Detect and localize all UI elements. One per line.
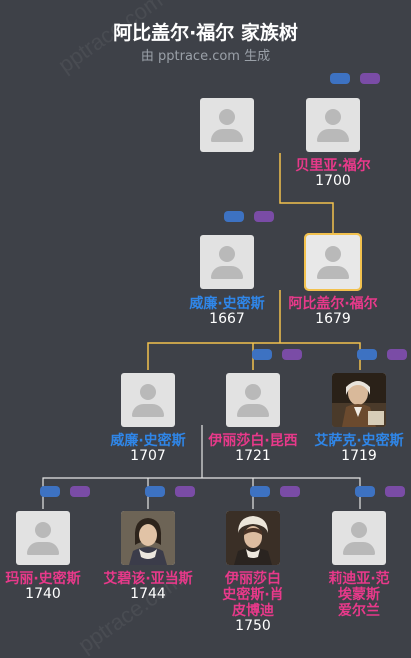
person-year: 1750: [235, 618, 271, 634]
father-button[interactable]: [250, 486, 270, 497]
person-name-line[interactable]: 伊丽莎白: [225, 571, 281, 587]
person-placeholder-icon: [219, 109, 235, 125]
person-name[interactable]: 阿比盖尔·福尔: [288, 296, 378, 312]
person-name-line[interactable]: 皮博迪: [232, 603, 274, 619]
person-placeholder-icon: [325, 246, 341, 262]
person-placeholder-icon: [140, 384, 156, 400]
person-name-line[interactable]: 莉迪亚·范: [328, 571, 390, 587]
person-name[interactable]: 艾碧该·亚当斯: [103, 571, 193, 587]
page-title: 阿比盖尔·福尔 家族树: [113, 22, 298, 44]
person-year: 1719: [341, 448, 377, 464]
person-placeholder-icon: [325, 109, 341, 125]
person-avatar-elizabeth[interactable]: [226, 373, 280, 427]
person-placeholder-icon: [35, 522, 51, 538]
person-name[interactable]: 威廉·史密斯: [110, 433, 186, 449]
person-avatar-abigail-adams[interactable]: [121, 511, 175, 565]
mother-button[interactable]: [387, 349, 407, 360]
person-year: 1740: [25, 586, 61, 602]
person-year: 1721: [235, 448, 271, 464]
mother-button[interactable]: [175, 486, 195, 497]
person-name-line[interactable]: 史密斯·肖: [222, 587, 284, 603]
connector-line: [279, 153, 334, 234]
person-name[interactable]: 艾萨克·史密斯: [314, 433, 404, 449]
portrait-image: [226, 511, 280, 565]
person-avatar-elizabeth-peabody[interactable]: [226, 511, 280, 565]
person-avatar-unknown[interactable]: [200, 98, 254, 152]
father-button[interactable]: [224, 211, 244, 222]
person-avatar-abigail-selected[interactable]: [304, 233, 362, 291]
person-name[interactable]: 伊丽莎白·昆西: [208, 433, 298, 449]
person-name[interactable]: 威廉·史密斯: [189, 296, 265, 312]
person-placeholder-icon: [219, 246, 235, 262]
person-year: 1667: [209, 311, 245, 327]
person-name[interactable]: 贝里亚·福尔: [295, 158, 371, 174]
father-button[interactable]: [355, 486, 375, 497]
mother-button[interactable]: [360, 73, 380, 84]
person-placeholder-icon: [245, 384, 261, 400]
person-avatar-isaac[interactable]: [332, 373, 386, 427]
person-placeholder-icon: [351, 522, 367, 538]
page-subtitle: 由 pptrace.com 生成: [140, 49, 271, 64]
father-button[interactable]: [252, 349, 272, 360]
person-name-line[interactable]: 埃蒙斯: [338, 587, 380, 603]
person-year: 1707: [130, 448, 166, 464]
person-year: 1700: [315, 173, 351, 189]
person-avatar-mary[interactable]: [16, 511, 70, 565]
father-button[interactable]: [330, 73, 350, 84]
person-avatar-lydia[interactable]: [332, 511, 386, 565]
connector-line: [42, 425, 361, 509]
mother-button[interactable]: [385, 486, 405, 497]
mother-button[interactable]: [282, 349, 302, 360]
person-avatar-belia[interactable]: [306, 98, 360, 152]
father-button[interactable]: [40, 486, 60, 497]
mother-button[interactable]: [70, 486, 90, 497]
father-button[interactable]: [145, 486, 165, 497]
person-avatar-william-sr[interactable]: [200, 235, 254, 289]
father-button[interactable]: [357, 349, 377, 360]
portrait-image: [121, 511, 175, 565]
person-year: 1744: [130, 586, 166, 602]
mother-button[interactable]: [254, 211, 274, 222]
portrait-image: [332, 373, 386, 427]
person-year: 1679: [315, 311, 351, 327]
person-name[interactable]: 玛丽·史密斯: [5, 571, 81, 587]
mother-button[interactable]: [280, 486, 300, 497]
person-name-line[interactable]: 爱尔兰: [338, 603, 380, 619]
person-avatar-william-jr[interactable]: [121, 373, 175, 427]
